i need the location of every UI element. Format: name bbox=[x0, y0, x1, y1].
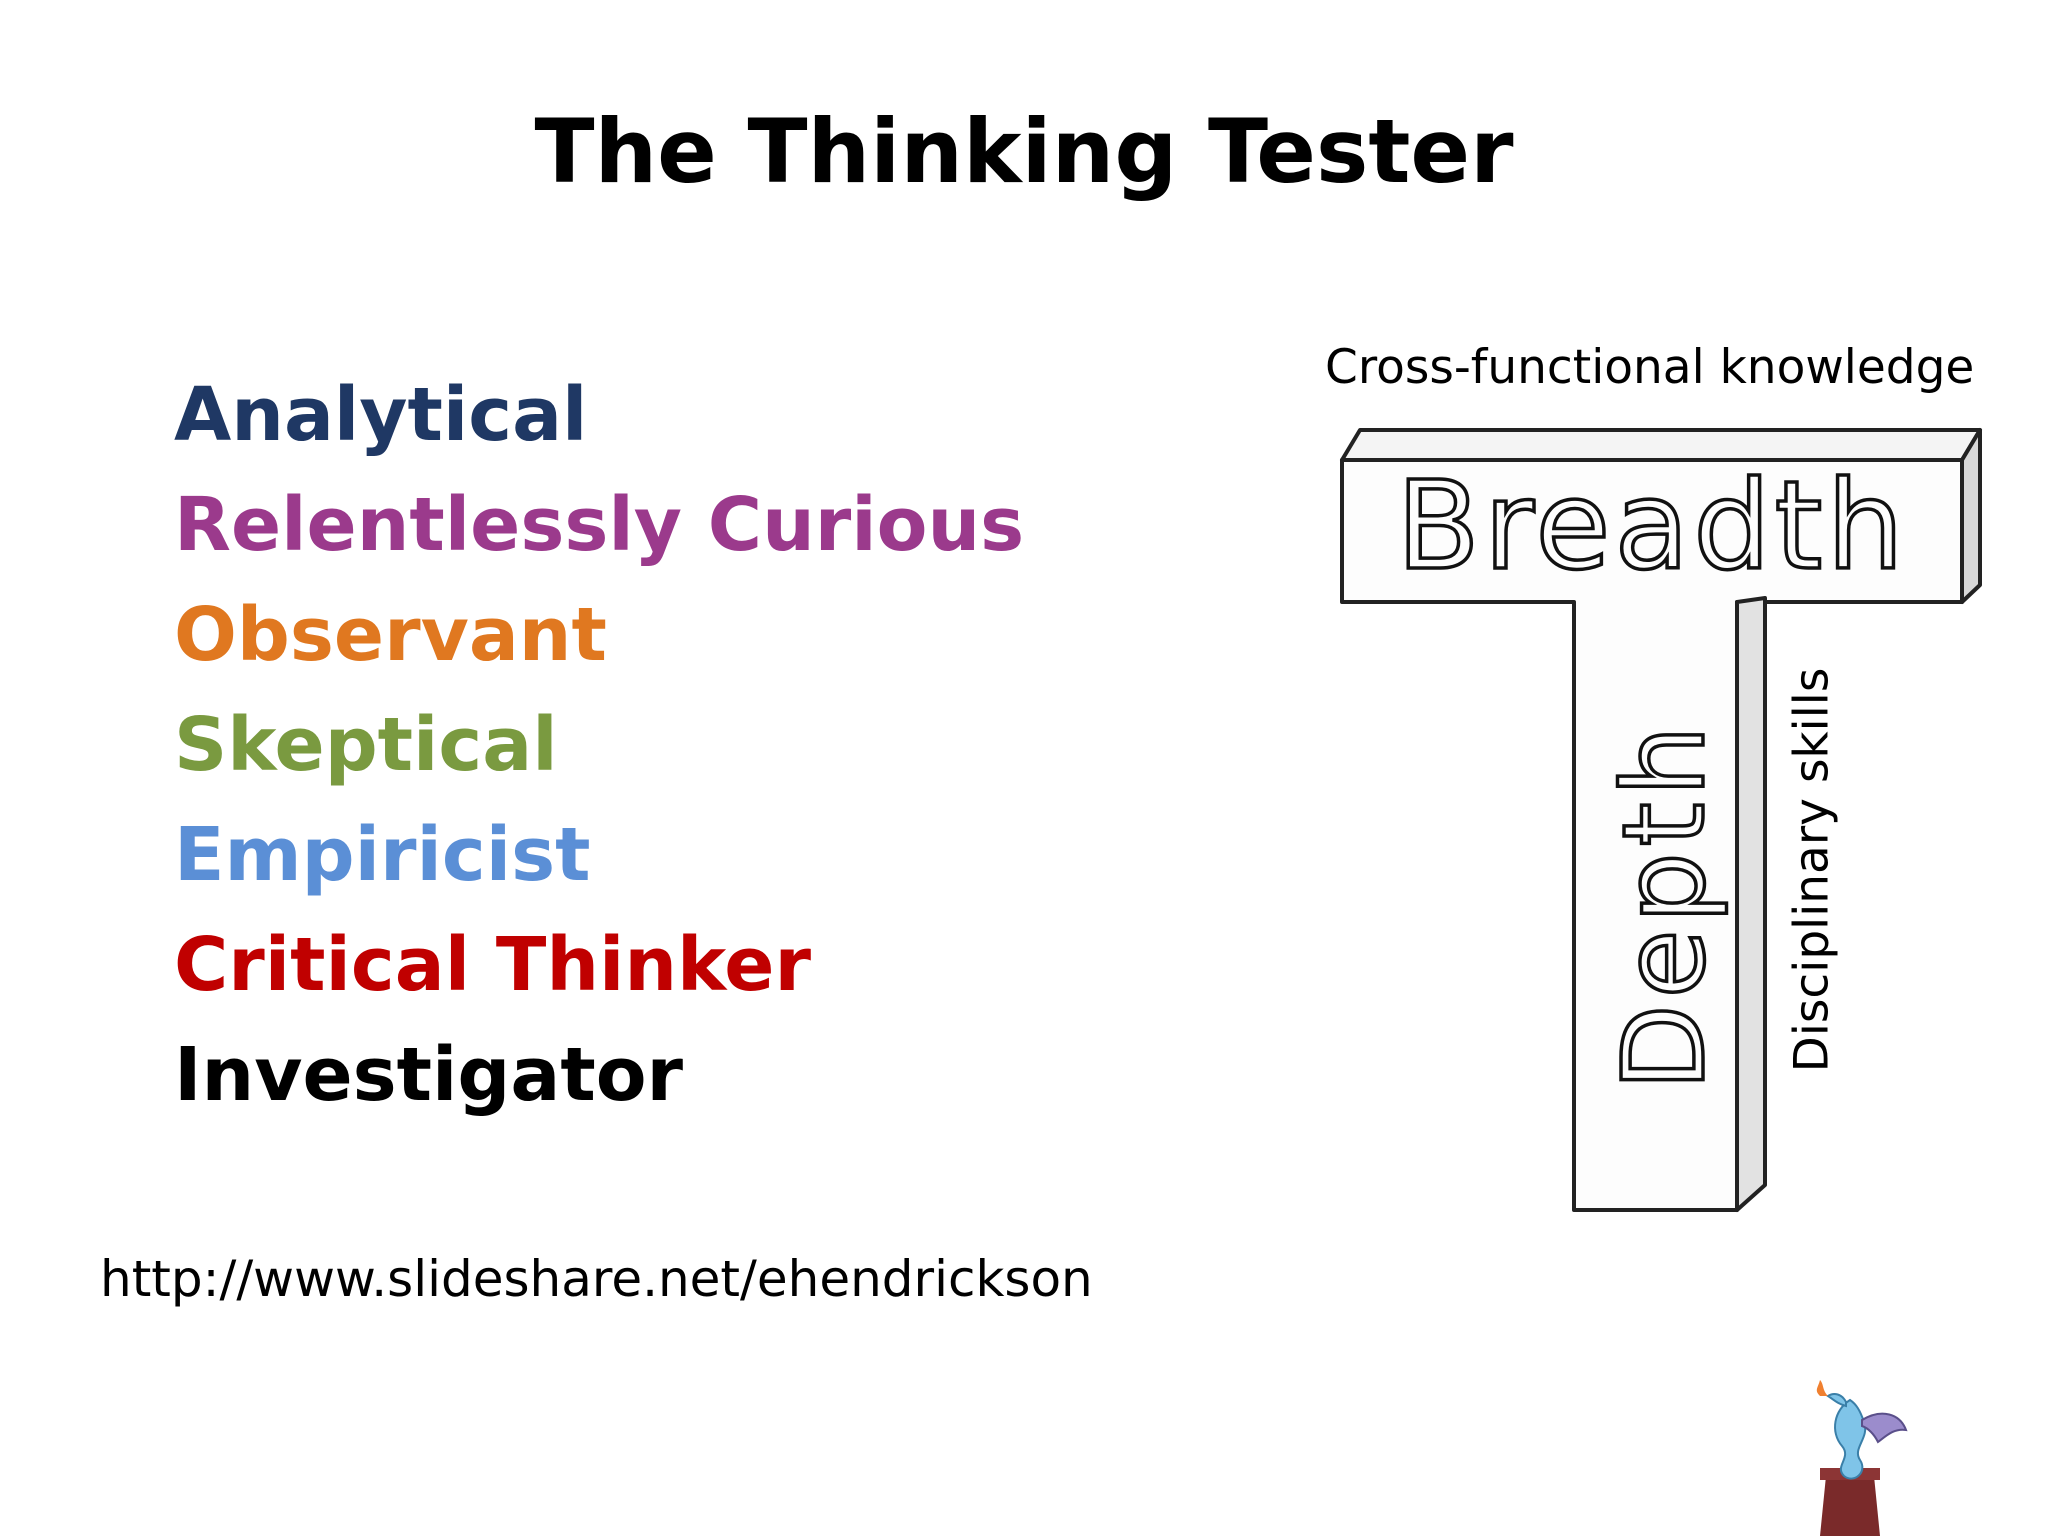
trait-analytical: Analytical bbox=[174, 372, 588, 458]
stem-side-face bbox=[1735, 596, 1767, 1212]
trait-skeptical: Skeptical bbox=[174, 702, 558, 788]
trait-critical-thinker: Critical Thinker bbox=[174, 922, 811, 1008]
dragon-icon bbox=[1816, 1380, 1908, 1536]
source-url: http://www.slideshare.net/ehendrickson bbox=[100, 1250, 1093, 1308]
depth-label: Depth bbox=[1600, 719, 1730, 1090]
traits-list: Analytical Relentlessly Curious Observan… bbox=[174, 360, 1024, 1130]
trait-relentlessly-curious: Relentlessly Curious bbox=[174, 482, 1025, 568]
trait-investigator: Investigator bbox=[174, 1032, 684, 1118]
trait-observant: Observant bbox=[174, 592, 607, 678]
t-shape-diagram: Breadth Depth bbox=[1340, 428, 1982, 1212]
breadth-label: Breadth bbox=[1396, 455, 1908, 597]
slide-title: The Thinking Tester bbox=[534, 100, 1514, 203]
crossbar-side-face bbox=[1960, 428, 1982, 604]
cross-functional-label: Cross-functional knowledge bbox=[1325, 340, 1975, 395]
trait-empiricist: Empiricist bbox=[174, 812, 591, 898]
